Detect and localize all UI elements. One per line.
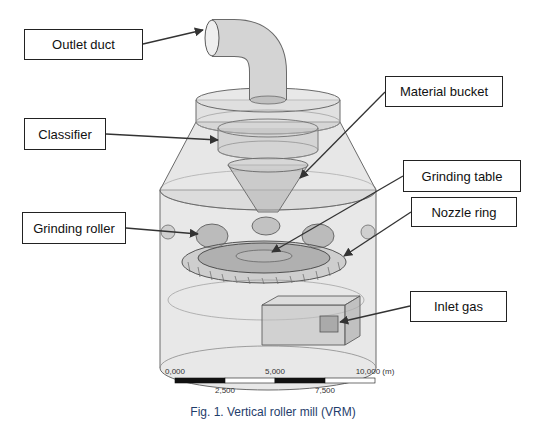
scale-value: 5,000 [265, 367, 285, 376]
scale-segment [325, 378, 375, 383]
outlet-duct [212, 38, 268, 100]
leader-line [300, 92, 385, 178]
scale-segment [175, 378, 225, 383]
leader-line [344, 212, 411, 256]
vane [328, 267, 330, 276]
part-label: Nozzle ring [431, 205, 496, 220]
label-box: Grinding table [403, 160, 521, 192]
vane [303, 274, 305, 282]
part-label: Material bucket [400, 84, 488, 99]
mill-body [160, 190, 376, 390]
vane [262, 278, 264, 284]
leader-line [143, 30, 203, 44]
label-box: Outlet duct [24, 29, 143, 60]
vane [338, 262, 340, 271]
leader-line [340, 306, 410, 322]
scale-value: 7,500 [315, 386, 335, 395]
scale-segment [225, 378, 275, 383]
label-box: Classifier [24, 118, 106, 150]
classifier-drum [218, 128, 318, 159]
vane [316, 271, 318, 280]
grinding-table [198, 243, 330, 273]
body-bottom-rim [160, 346, 376, 368]
vane [188, 262, 190, 272]
scale-bar [175, 378, 375, 383]
inlet-duct-front [262, 305, 345, 345]
outlet-duct-outline [212, 38, 268, 100]
part-label: Grinding table [422, 169, 503, 184]
scale-value: 10,000 (m) [356, 367, 395, 376]
part-label: Inlet gas [434, 299, 483, 314]
leader-line [272, 176, 403, 252]
label-box: Nozzle ring [411, 197, 517, 227]
vane [235, 276, 237, 283]
part-label: Grinding roller [33, 221, 115, 236]
classifier-lower-rim [218, 141, 318, 159]
duct-base [250, 96, 286, 104]
table-hub [236, 250, 292, 262]
scale-value: 0,000 [165, 367, 185, 376]
inlet-opening [320, 316, 338, 332]
part-label: Outlet duct [52, 37, 115, 52]
vane [290, 276, 292, 283]
leader-line [106, 134, 218, 140]
vane [276, 277, 278, 284]
vane [222, 274, 224, 282]
vane [198, 267, 200, 277]
scale-segment [275, 378, 325, 383]
vane [210, 271, 212, 280]
part-label: Classifier [38, 127, 91, 142]
leader-line [126, 228, 198, 234]
figure-caption: Fig. 1. Vertical roller mill (VRM) [190, 405, 355, 419]
scale-value: 2,500 [215, 386, 235, 395]
nozzle-ring [182, 241, 346, 283]
inlet-duct-top [262, 296, 360, 305]
bucket-rim [228, 158, 308, 172]
label-box: Inlet gas [410, 291, 507, 322]
duct-opening [205, 20, 219, 56]
leader-lines [106, 30, 411, 322]
grinding-roller [252, 217, 280, 235]
label-box: Material bucket [385, 76, 503, 107]
classifier-rim [218, 119, 318, 137]
label-box: Grinding roller [22, 212, 126, 244]
